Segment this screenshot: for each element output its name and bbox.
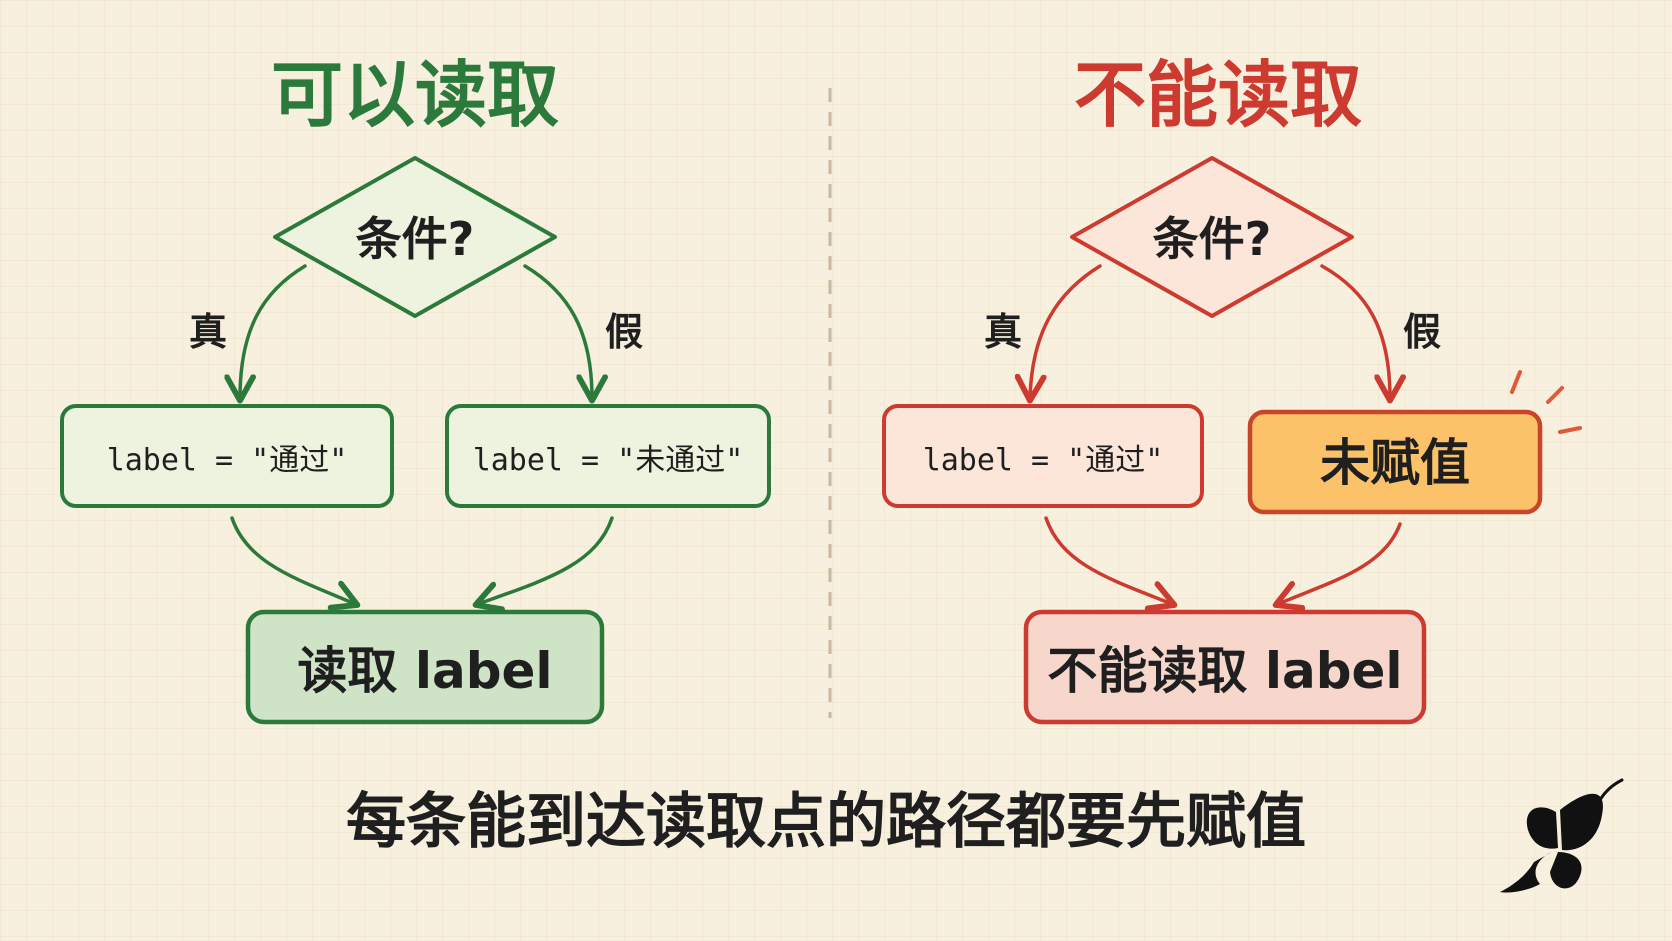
left-decision-diamond [273,156,557,318]
right-result-box [1023,609,1427,725]
left-false-arrow [523,264,592,398]
right-unassigned-box [1247,409,1543,515]
left-true-arrow [240,264,307,398]
left-panel: 可以读取 条件? 真 假 label = "通过" label = "未通过" … [60,53,771,725]
right-decision-label: 条件? [1153,212,1272,266]
alert-sparks-icon [1510,370,1582,434]
right-merge-arrow-2 [1278,522,1402,604]
right-true-box [882,404,1204,508]
right-true-arrow [1030,264,1102,398]
left-true-box [60,404,394,508]
right-true-box-text: label = "通过" [923,443,1164,478]
right-false-arrow [1320,264,1390,398]
left-false-box-text: label = "未通过" [473,443,744,478]
right-true-label: 真 [984,310,1022,354]
left-false-label: 假 [605,310,643,354]
left-decision-label: 条件? [356,212,475,266]
right-result-text: 不能读取 label [1047,642,1402,700]
right-merge-arrow-1 [1044,516,1172,604]
left-true-box-text: label = "通过" [107,443,348,478]
right-false-label: 假 [1403,310,1441,354]
caption: 每条能到达读取点的路径都要先赋值 [346,787,1306,857]
right-title: 不能读取 [1074,53,1362,137]
butterfly-icon [1500,778,1624,893]
left-merge-arrow-2 [478,516,614,604]
left-result-text: 读取 label [297,642,552,700]
left-true-label: 真 [189,310,227,354]
right-unassigned-text: 未赋值 [1320,434,1470,492]
right-decision-diamond [1070,156,1354,318]
right-panel: 不能读取 条件? 真 假 label = "通过" 未赋值 不能读取 label [882,53,1582,725]
left-title: 可以读取 [271,53,559,137]
left-false-box [445,404,771,508]
left-merge-arrow-1 [230,516,355,604]
left-result-box [245,609,605,725]
